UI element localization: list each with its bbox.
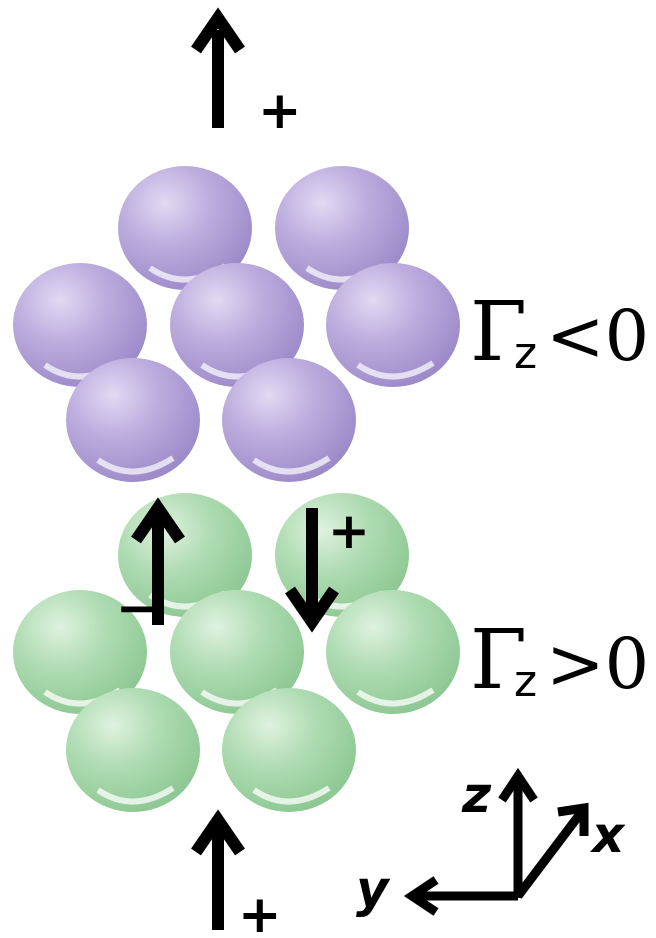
up-arrow-sign: −	[116, 579, 158, 637]
condition-text: >0	[546, 623, 649, 705]
z-axis-label: z	[461, 766, 492, 824]
top-arrow-sign: +	[258, 81, 302, 141]
gamma-symbol: Γ	[470, 613, 527, 708]
purple-sphere	[222, 358, 356, 482]
gamma-subscript: z	[514, 656, 537, 707]
green-sphere	[222, 688, 356, 812]
y-axis-label: y	[356, 860, 391, 918]
green-layer	[13, 493, 460, 812]
gamma-subscript: z	[514, 328, 537, 379]
green-sphere	[66, 688, 200, 812]
interlayer-down-arrow	[285, 508, 339, 633]
gamma-symbol: Γ	[470, 285, 527, 380]
purple-sphere	[326, 263, 460, 387]
condition-text: <0	[546, 295, 649, 377]
top-up-arrow	[191, 7, 245, 128]
x-axis-label: x	[589, 806, 626, 864]
coordinate-axes	[403, 767, 589, 916]
bottom-up-arrow	[191, 809, 245, 930]
interlayer-up-arrow	[131, 497, 185, 625]
purple-layer	[13, 166, 460, 482]
top-layer-label: Γ z <0	[470, 285, 649, 380]
down-arrow-sign: +	[328, 502, 370, 560]
purple-sphere	[66, 358, 200, 482]
bottom-arrow-sign: +	[238, 885, 282, 938]
green-sphere	[326, 590, 460, 714]
bottom-layer-label: Γ z >0	[470, 613, 649, 708]
